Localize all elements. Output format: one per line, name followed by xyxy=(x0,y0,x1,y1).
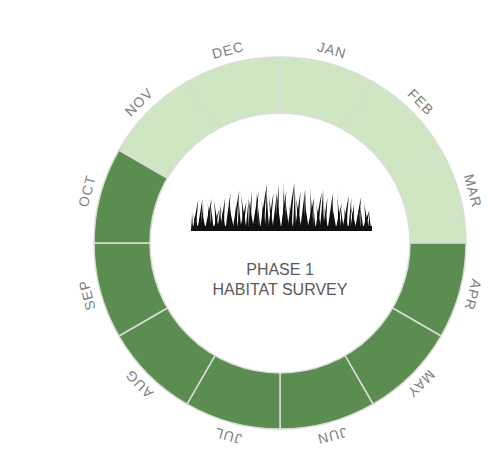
month-label: JAN xyxy=(316,39,348,60)
grass-blade xyxy=(240,187,247,231)
center-disc xyxy=(150,113,410,373)
month-label: MAR xyxy=(462,173,484,210)
grass-blade xyxy=(342,196,349,231)
month-label: DEC xyxy=(211,39,246,61)
grass-blade xyxy=(275,183,282,231)
ring-group xyxy=(94,57,466,429)
month-label: JUN xyxy=(315,425,348,446)
grass-blade xyxy=(355,197,361,231)
month-label: APR xyxy=(462,278,484,312)
grass-blade xyxy=(265,185,270,231)
grass-blade xyxy=(303,189,309,231)
grass-blade xyxy=(210,197,214,231)
month-label: OCT xyxy=(76,174,98,209)
month-label: SEP xyxy=(76,278,98,312)
grass-illustration xyxy=(191,182,372,231)
grass-blade xyxy=(256,193,261,231)
center-outline xyxy=(149,112,411,374)
grass-blade xyxy=(322,196,328,231)
grass-blade xyxy=(252,191,259,231)
grass-blade xyxy=(300,190,305,231)
node-title: PHASE 1 HABITAT SURVEY xyxy=(212,260,348,300)
center-circle: PHASE 1 HABITAT SURVEY xyxy=(149,112,411,374)
grass-blade xyxy=(267,184,274,231)
month-label: JUL xyxy=(213,426,244,447)
grass-base xyxy=(192,226,372,231)
grass-blade xyxy=(331,197,337,231)
